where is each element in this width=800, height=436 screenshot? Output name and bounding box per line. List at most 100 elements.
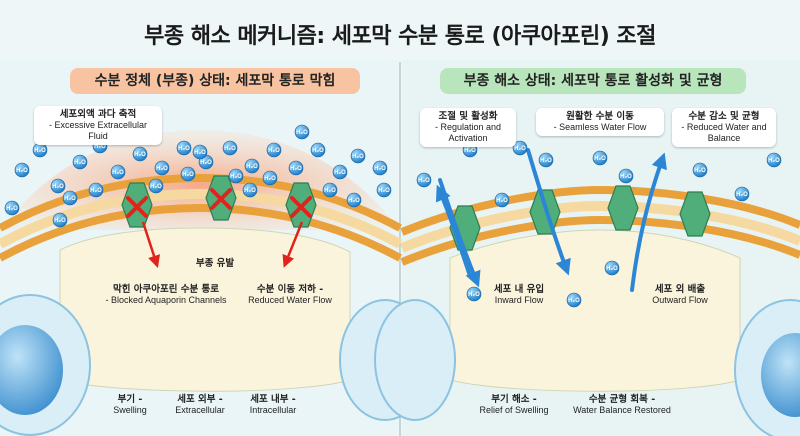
callout-seamless-flow: 원활한 수분 이동 - Seamless Water Flow — [536, 108, 664, 136]
water-flow-arrows — [435, 148, 667, 292]
svg-text:H₂O: H₂O — [694, 168, 706, 174]
water-molecule: H₂O — [52, 212, 68, 228]
water-molecule: H₂O — [242, 182, 258, 198]
svg-text:H₂O: H₂O — [64, 196, 76, 202]
svg-text:H₂O: H₂O — [468, 292, 480, 298]
svg-text:H₂O: H₂O — [74, 160, 86, 166]
blocked-flow-arrows — [141, 221, 304, 268]
blocked-x-marks — [126, 188, 312, 218]
callout-reduced-flow: 수분 이동 저하 - Reduced Water Flow — [248, 284, 332, 305]
svg-text:H₂O: H₂O — [324, 188, 336, 194]
page-title: 부종 해소 메커니즘: 세포막 수분 통로 (아쿠아포린) 조절 — [144, 24, 656, 49]
water-molecule: H₂O — [180, 166, 196, 182]
water-molecule: H₂O — [132, 146, 148, 162]
svg-text:H₂O: H₂O — [52, 184, 64, 190]
water-molecule: H₂O — [62, 190, 78, 206]
svg-text:H₂O: H₂O — [334, 170, 346, 176]
water-molecule: H₂O — [244, 158, 260, 174]
water-molecule: H₂O — [346, 192, 362, 208]
water-molecule: H₂O — [538, 152, 554, 168]
label-intracellular: 세포 내부 - Intracellular — [249, 394, 297, 415]
label-relief-swelling: 부기 해소 - Relief of Swelling — [479, 394, 549, 415]
svg-text:H₂O: H₂O — [514, 146, 526, 152]
svg-text:H₂O: H₂O — [182, 172, 194, 178]
svg-text:H₂O: H₂O — [244, 188, 256, 194]
callout-edema-cause: 부종 유발 — [195, 258, 235, 269]
svg-text:H₂O: H₂O — [268, 148, 280, 154]
svg-text:H₂O: H₂O — [224, 146, 236, 152]
water-molecule: H₂O — [494, 192, 510, 208]
right-cell-interior — [449, 229, 741, 392]
svg-text:H₂O: H₂O — [16, 168, 28, 174]
right-nucleus — [761, 333, 800, 417]
water-molecule: H₂O — [4, 200, 20, 216]
water-molecule: H₂O — [372, 160, 388, 176]
water-molecule: H₂O — [322, 182, 338, 198]
water-molecule: H₂O — [192, 144, 208, 160]
left-nucleus — [0, 325, 63, 415]
svg-text:H₂O: H₂O — [540, 158, 552, 164]
right-membrane-outer — [400, 185, 800, 236]
svg-text:H₂O: H₂O — [594, 156, 606, 162]
svg-text:H₂O: H₂O — [6, 206, 18, 212]
callout-reduced-water: 수분 감소 및 균형 - Reduced Water and Balance — [672, 108, 776, 147]
label-extracellular: 세포 외부 - Extracellular — [175, 394, 225, 415]
water-molecule: H₂O — [228, 168, 244, 184]
svg-text:H₂O: H₂O — [112, 170, 124, 176]
water-molecule: H₂O — [294, 124, 310, 140]
svg-text:H₂O: H₂O — [768, 158, 780, 164]
svg-text:H₂O: H₂O — [606, 266, 618, 272]
svg-text:H₂O: H₂O — [34, 148, 46, 154]
svg-text:H₂O: H₂O — [264, 176, 276, 182]
svg-text:H₂O: H₂O — [194, 150, 206, 156]
label-inward-flow: 세포 내 유입 Inward Flow — [493, 284, 545, 305]
svg-text:H₂O: H₂O — [296, 130, 308, 136]
left-cell-interior — [59, 227, 351, 392]
svg-text:H₂O: H₂O — [568, 298, 580, 304]
callout-excess-fluid: 세포외액 과다 축적 - Excessive Extracellular Flu… — [34, 106, 162, 145]
right-channel-3 — [607, 185, 639, 231]
water-molecule: H₂O — [416, 172, 432, 188]
water-molecule: H₂O — [566, 292, 582, 308]
right-left-neighbour-cell — [374, 299, 456, 421]
water-molecule: H₂O — [176, 140, 192, 156]
water-molecule: H₂O — [592, 150, 608, 166]
svg-text:H₂O: H₂O — [290, 166, 302, 172]
svg-text:H₂O: H₂O — [200, 160, 212, 166]
svg-text:H₂O: H₂O — [246, 164, 258, 170]
svg-text:H₂O: H₂O — [230, 174, 242, 180]
svg-text:H₂O: H₂O — [90, 188, 102, 194]
svg-text:H₂O: H₂O — [736, 192, 748, 198]
svg-text:H₂O: H₂O — [352, 154, 364, 160]
svg-text:H₂O: H₂O — [150, 184, 162, 190]
left-membrane-inner — [0, 203, 402, 262]
water-molecules: H₂OH₂OH₂OH₂OH₂OH₂OH₂OH₂OH₂OH₂OH₂OH₂OH₂OH… — [4, 122, 782, 308]
right-banner: 부종 해소 상태: 세포막 통로 활성화 및 균형 — [440, 68, 746, 94]
water-molecule: H₂O — [88, 182, 104, 198]
svg-text:H₂O: H₂O — [156, 166, 168, 172]
callout-regulation: 조절 및 활성화 - Regulation and Activation — [420, 108, 516, 147]
svg-text:H₂O: H₂O — [134, 152, 146, 158]
water-molecule: H₂O — [50, 178, 66, 194]
svg-text:H₂O: H₂O — [348, 198, 360, 204]
water-molecule: H₂O — [72, 154, 88, 170]
water-molecule: H₂O — [14, 162, 30, 178]
svg-text:H₂O: H₂O — [464, 148, 476, 154]
water-molecule: H₂O — [222, 140, 238, 156]
water-molecule: H₂O — [110, 164, 126, 180]
svg-text:H₂O: H₂O — [418, 178, 430, 184]
svg-text:H₂O: H₂O — [94, 144, 106, 150]
svg-text:H₂O: H₂O — [374, 166, 386, 172]
water-molecule: H₂O — [376, 182, 392, 198]
water-molecule: H₂O — [288, 160, 304, 176]
water-molecule: H₂O — [734, 186, 750, 202]
water-molecule: H₂O — [262, 170, 278, 186]
water-molecule: H₂O — [618, 168, 634, 184]
label-outward-flow: 세포 외 배출 Outward Flow — [652, 284, 708, 305]
water-molecule: H₂O — [32, 142, 48, 158]
right-channel-4 — [679, 191, 711, 237]
water-molecule: H₂O — [466, 286, 482, 302]
water-molecule: H₂O — [512, 140, 528, 156]
